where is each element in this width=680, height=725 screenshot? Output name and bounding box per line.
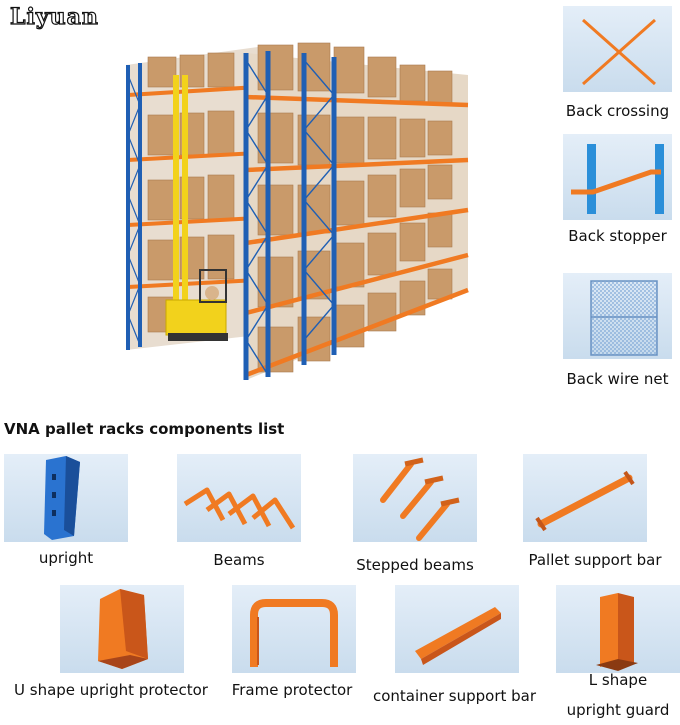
component-thumb-stepped-beams (353, 454, 477, 542)
accessory-label-back-wire-net: Back wire net (566, 370, 669, 388)
back-stopper-icon (571, 144, 664, 214)
frame-protector-icon (250, 599, 338, 667)
component-label-l-shape-guard-line1: L shape (588, 671, 648, 689)
component-label-stepped-beams: Stepped beams (356, 556, 474, 574)
component-label-container-support-bar: container support bar (372, 687, 537, 705)
component-thumb-upright (4, 454, 128, 542)
component-label-l-shape-guard-line2: upright guard (566, 701, 670, 719)
component-thumb-u-shape-protector (60, 585, 184, 673)
component-thumb-pallet-support-bar (523, 454, 647, 542)
rack-illustration (118, 35, 478, 395)
components-heading: VNA pallet racks components list (4, 420, 285, 438)
accessory-thumb-back-wire-net (563, 273, 672, 359)
accessory-thumb-back-stopper (563, 134, 672, 220)
component-thumb-container-support-bar (395, 585, 519, 673)
component-label-u-shape-protector: U shape upright protector (14, 681, 208, 699)
stepped-beams-icon (380, 457, 460, 541)
u-shape-protector-icon (98, 589, 148, 669)
upright-icon (44, 456, 80, 540)
component-label-beams: Beams (213, 551, 265, 569)
component-label-frame-protector: Frame protector (231, 681, 353, 699)
component-thumb-frame-protector (232, 585, 356, 673)
container-support-bar-icon (415, 607, 501, 665)
component-thumb-beams (177, 454, 301, 542)
component-label-upright: upright (38, 549, 94, 567)
component-label-pallet-support-bar: Pallet support bar (528, 551, 662, 569)
accessory-thumb-back-crossing (563, 6, 672, 92)
brand-logo: Liyuan (9, 3, 99, 30)
beams-icon (183, 487, 296, 530)
component-thumb-l-shape-guard (556, 585, 680, 673)
accessory-label-back-stopper: Back stopper (568, 227, 667, 245)
pallet-support-bar-icon (535, 470, 635, 532)
back-crossing-icon (582, 18, 656, 86)
back-wire-net-icon (590, 280, 658, 356)
accessory-label-back-crossing: Back crossing (565, 102, 670, 120)
l-shape-guard-icon (596, 593, 638, 671)
